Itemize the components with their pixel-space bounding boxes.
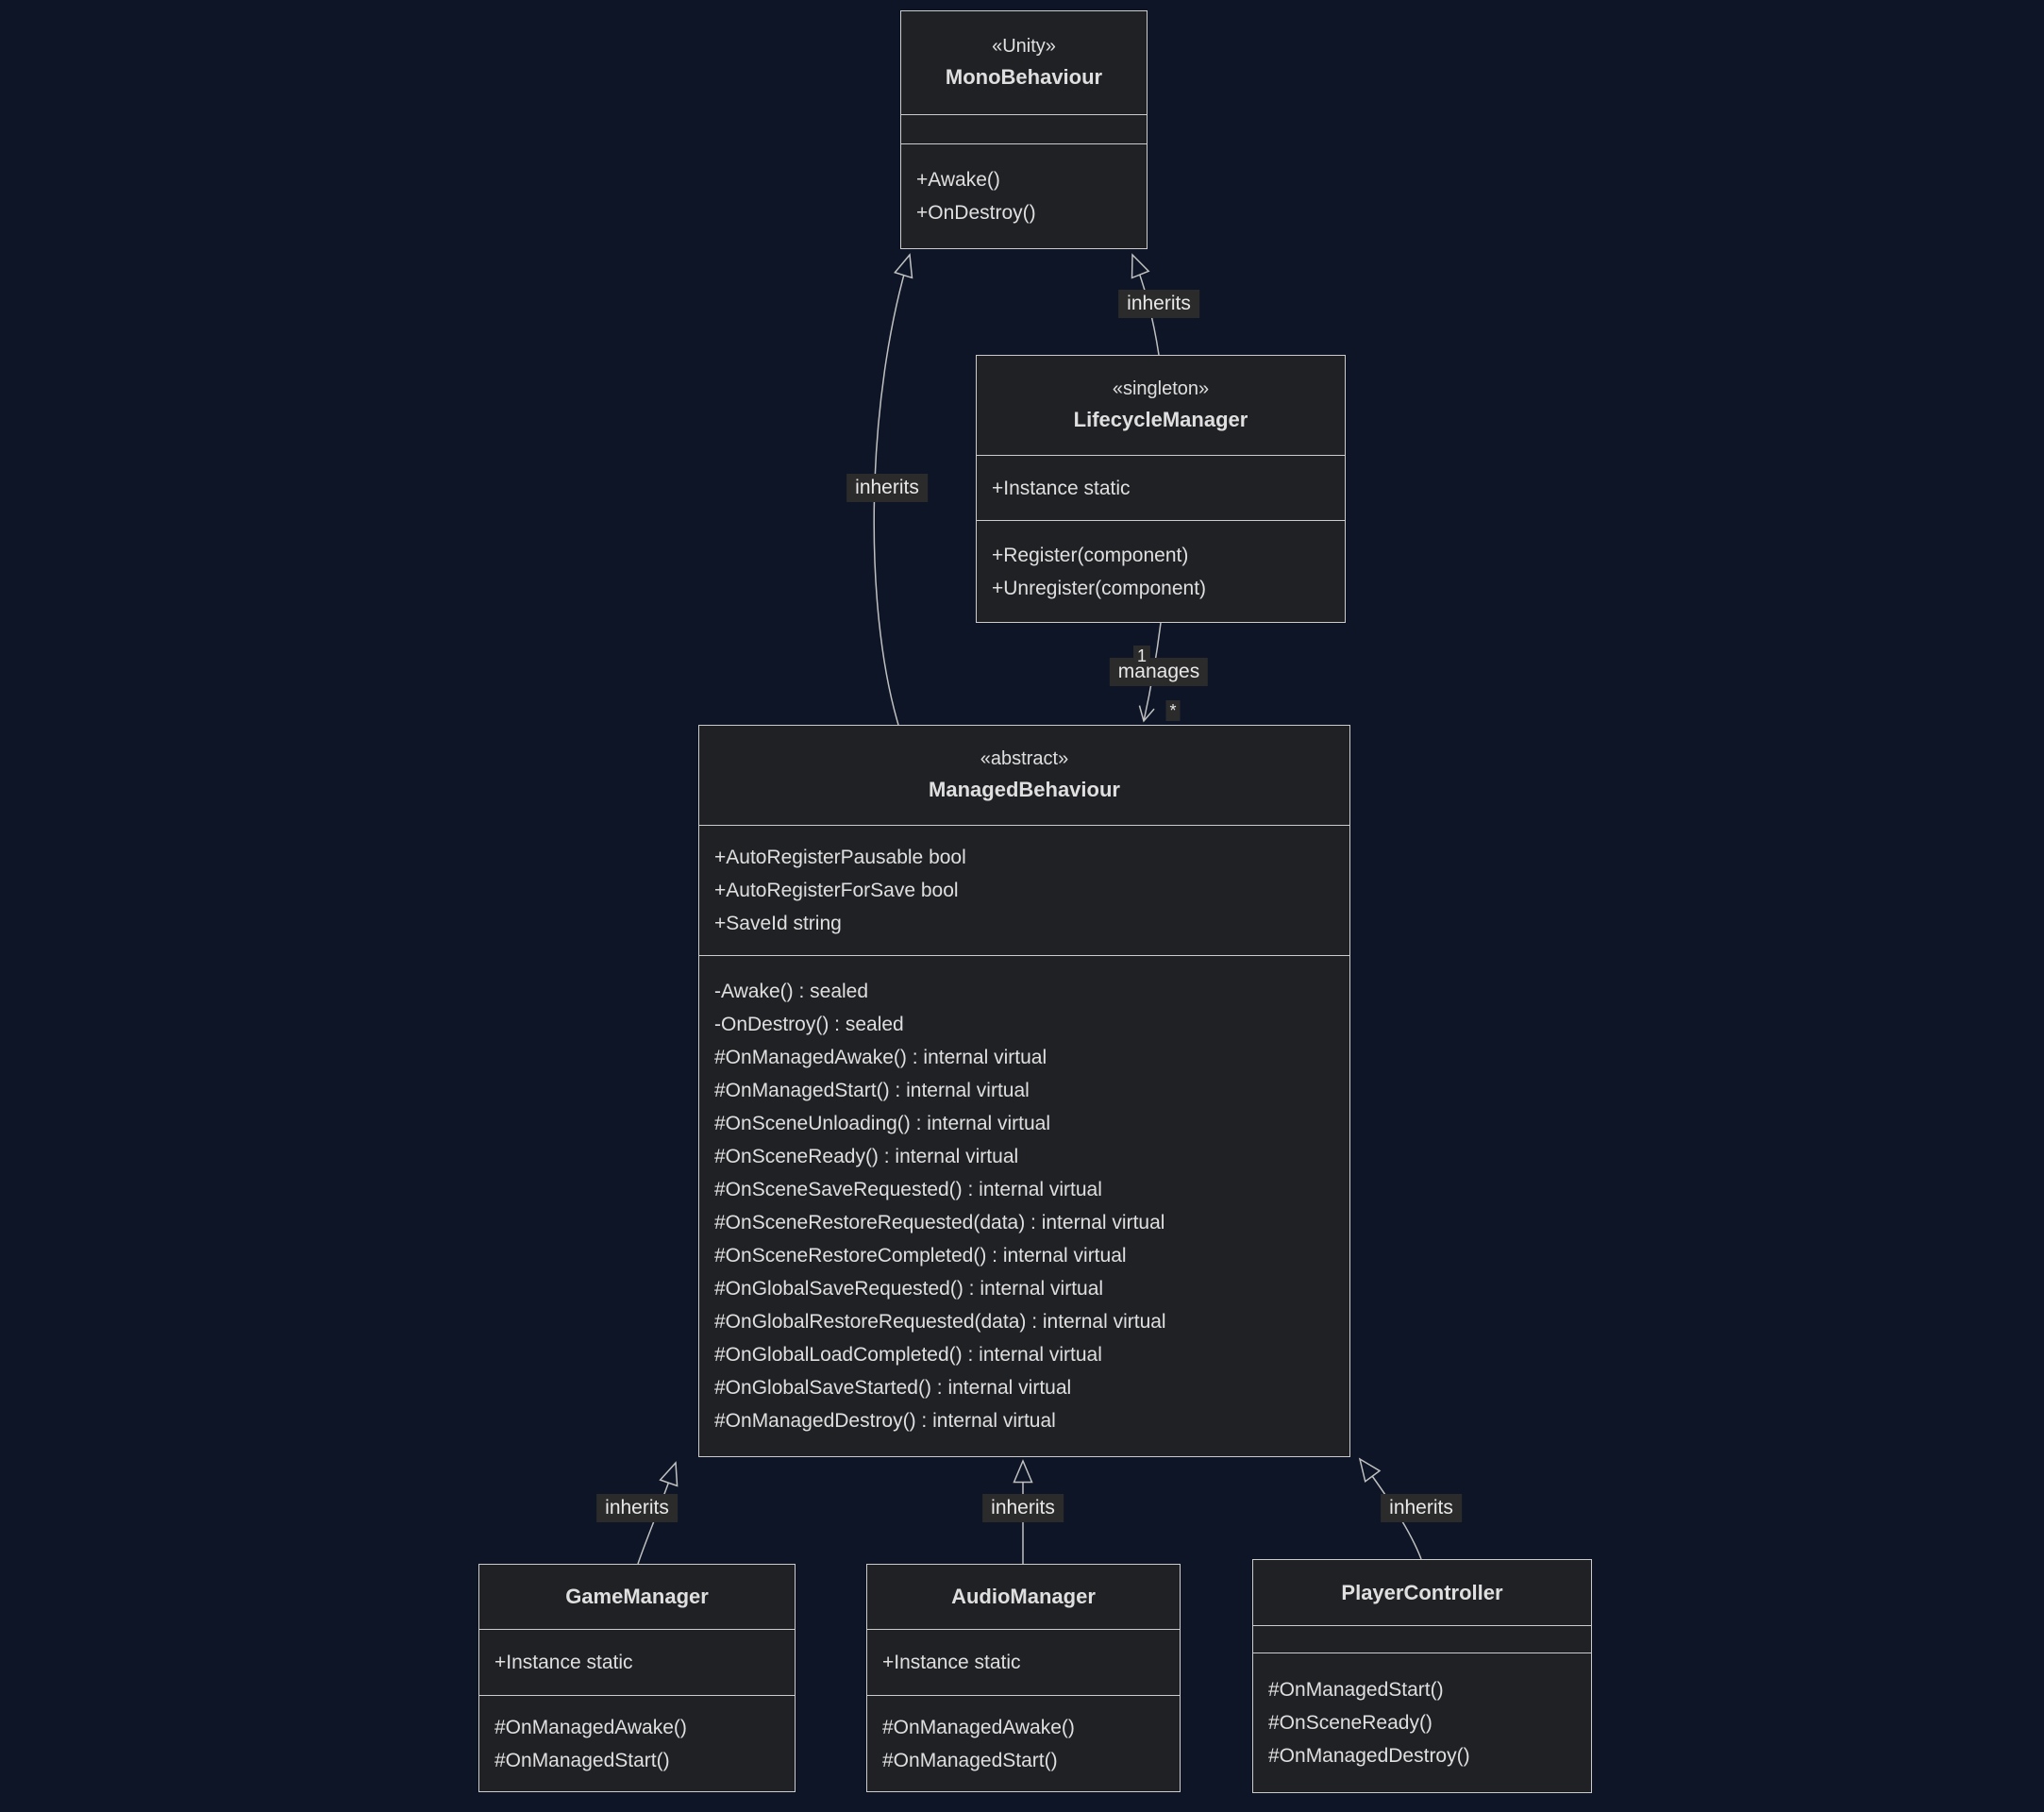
class-stereotype: «Unity»	[992, 36, 1056, 57]
member-line: +Register(component)	[992, 544, 1189, 566]
class-name: AudioManager	[951, 1585, 1096, 1608]
member-line: +Unregister(component)	[992, 577, 1207, 599]
edge-label-inherits-audiomanager: inherits	[982, 1494, 1064, 1522]
class-attributes: +Instance static	[479, 1630, 795, 1696]
class-name: GameManager	[565, 1585, 709, 1608]
member-line: +OnDestroy()	[916, 202, 1036, 224]
class-stereotype: «abstract»	[980, 748, 1069, 769]
class-name: PlayerController	[1341, 1580, 1503, 1604]
class-methods: #OnManagedAwake() #OnManagedStart()	[479, 1696, 795, 1791]
class-box-audiomanager: AudioManager +Instance static #OnManaged…	[866, 1564, 1181, 1792]
class-attributes-empty	[901, 115, 1147, 144]
class-box-playercontroller: PlayerController #OnManagedStart() #OnSce…	[1252, 1559, 1592, 1793]
member-line: #OnManagedStart()	[1268, 1679, 1444, 1701]
member-line: #OnSceneRestoreRequested(data) : interna…	[714, 1212, 1165, 1233]
edge-label-inherits-lifecycle: inherits	[1118, 290, 1199, 318]
member-line: #OnSceneRestoreCompleted() : internal vi…	[714, 1245, 1127, 1267]
member-line: #OnManagedStart()	[494, 1749, 670, 1771]
member-line: -OnDestroy() : sealed	[714, 1014, 904, 1035]
class-box-monobehaviour: «Unity» MonoBehaviour +Awake() +OnDestroy…	[900, 10, 1148, 249]
member-line: +Instance static	[992, 477, 1131, 499]
class-header: GameManager	[479, 1565, 795, 1630]
class-attributes: +AutoRegisterPausable bool +AutoRegisterF…	[699, 826, 1349, 956]
class-header: «Unity» MonoBehaviour	[901, 11, 1147, 115]
class-attributes: +Instance static	[977, 456, 1345, 521]
class-header: «abstract» ManagedBehaviour	[699, 726, 1349, 826]
member-line: #OnManagedStart() : internal virtual	[714, 1080, 1030, 1101]
member-line: +Instance static	[494, 1652, 633, 1673]
member-line: #OnSceneSaveRequested() : internal virtu…	[714, 1179, 1102, 1200]
class-box-lifecyclemanager: «singleton» LifecycleManager +Instance s…	[976, 355, 1346, 623]
cardinality-source-one: 1	[1132, 646, 1151, 666]
class-methods: +Register(component) +Unregister(componen…	[977, 521, 1345, 622]
class-methods: #OnManagedStart() #OnSceneReady() #OnManag…	[1253, 1653, 1591, 1792]
class-name: ManagedBehaviour	[929, 778, 1120, 801]
class-attributes: +Instance static	[867, 1630, 1180, 1696]
member-line: #OnGlobalLoadCompleted() : internal virt…	[714, 1344, 1102, 1366]
cardinality-target-many: *	[1165, 700, 1181, 721]
member-line: #OnSceneReady()	[1268, 1712, 1432, 1734]
edge-label-inherits-playercontroller: inherits	[1381, 1494, 1462, 1522]
class-header: AudioManager	[867, 1565, 1180, 1630]
edge-label-manages: manages	[1109, 658, 1209, 686]
member-line: #OnGlobalSaveStarted() : internal virtua…	[714, 1377, 1072, 1399]
class-attributes-empty	[1253, 1626, 1591, 1653]
member-line: #OnManagedDestroy()	[1268, 1745, 1470, 1767]
member-line: #OnManagedDestroy() : internal virtual	[714, 1410, 1056, 1432]
class-box-managedbehaviour: «abstract» ManagedBehaviour +AutoRegiste…	[698, 725, 1350, 1457]
member-line: #OnSceneUnloading() : internal virtual	[714, 1113, 1051, 1134]
class-methods: -Awake() : sealed -OnDestroy() : sealed #O…	[699, 956, 1349, 1456]
member-line: #OnSceneReady() : internal virtual	[714, 1146, 1019, 1167]
class-stereotype: «singleton»	[1112, 378, 1210, 399]
member-line: #OnManagedAwake()	[494, 1716, 687, 1738]
member-line: #OnGlobalRestoreRequested(data) : intern…	[714, 1311, 1166, 1333]
class-methods: #OnManagedAwake() #OnManagedStart()	[867, 1696, 1180, 1791]
member-line: #OnManagedStart()	[882, 1749, 1058, 1771]
class-name: MonoBehaviour	[945, 65, 1103, 89]
class-methods: +Awake() +OnDestroy()	[901, 144, 1147, 248]
member-line: +Instance static	[882, 1652, 1021, 1673]
class-name: LifecycleManager	[1073, 408, 1248, 431]
member-line: -Awake() : sealed	[714, 981, 869, 1002]
class-header: «singleton» LifecycleManager	[977, 356, 1345, 456]
member-line: #OnManagedAwake()	[882, 1716, 1075, 1738]
edge-label-inherits-managed: inherits	[846, 474, 928, 502]
class-header: PlayerController	[1253, 1560, 1591, 1626]
member-line: +AutoRegisterForSave bool	[714, 880, 959, 901]
edge-label-inherits-gamemanager: inherits	[596, 1494, 678, 1522]
member-line: +SaveId string	[714, 913, 842, 934]
member-line: #OnGlobalSaveRequested() : internal virt…	[714, 1278, 1104, 1300]
member-line: +Awake()	[916, 169, 1000, 191]
member-line: #OnManagedAwake() : internal virtual	[714, 1047, 1047, 1068]
member-line: +AutoRegisterPausable bool	[714, 847, 966, 868]
class-box-gamemanager: GameManager +Instance static #OnManagedA…	[478, 1564, 796, 1792]
